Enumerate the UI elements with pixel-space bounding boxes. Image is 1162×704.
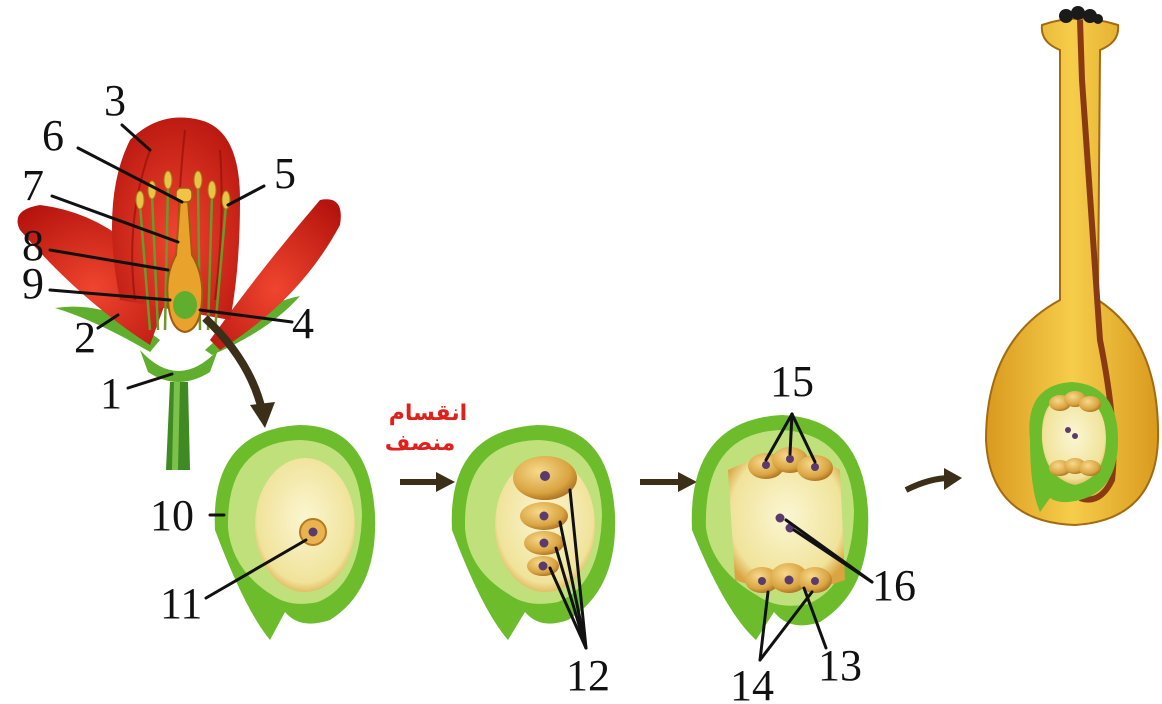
- label-15: 15: [770, 357, 814, 406]
- mature-ovule-with-pollen-tube: [986, 6, 1158, 525]
- ovule-in-ovary: [173, 291, 197, 319]
- receptacle: [140, 350, 218, 382]
- label-9: 9: [22, 259, 44, 308]
- ovule-stage-3: [692, 415, 869, 640]
- label-4: 4: [292, 299, 314, 348]
- process-arrow-2: [640, 472, 697, 492]
- ovule-stage-2: [452, 425, 615, 640]
- label-11: 11: [160, 579, 202, 628]
- label-7: 7: [22, 161, 44, 210]
- process-arrow-3: [906, 478, 950, 490]
- label-5: 5: [274, 149, 296, 198]
- label-3: 3: [104, 76, 126, 125]
- label-2: 2: [74, 313, 96, 362]
- label-16: 16: [872, 561, 916, 610]
- division-text-line2: منصف: [385, 431, 455, 456]
- label-13: 13: [818, 641, 862, 690]
- label-14: 14: [730, 661, 774, 704]
- ovule-stage-1: [215, 425, 375, 640]
- label-12: 12: [566, 651, 610, 700]
- label-6: 6: [42, 111, 64, 160]
- egg-apparatus: [745, 563, 832, 593]
- process-arrow-1: [400, 472, 455, 492]
- label-1: 1: [100, 369, 122, 418]
- division-text-line1: انقسام: [389, 401, 467, 426]
- label-10: 10: [150, 491, 194, 540]
